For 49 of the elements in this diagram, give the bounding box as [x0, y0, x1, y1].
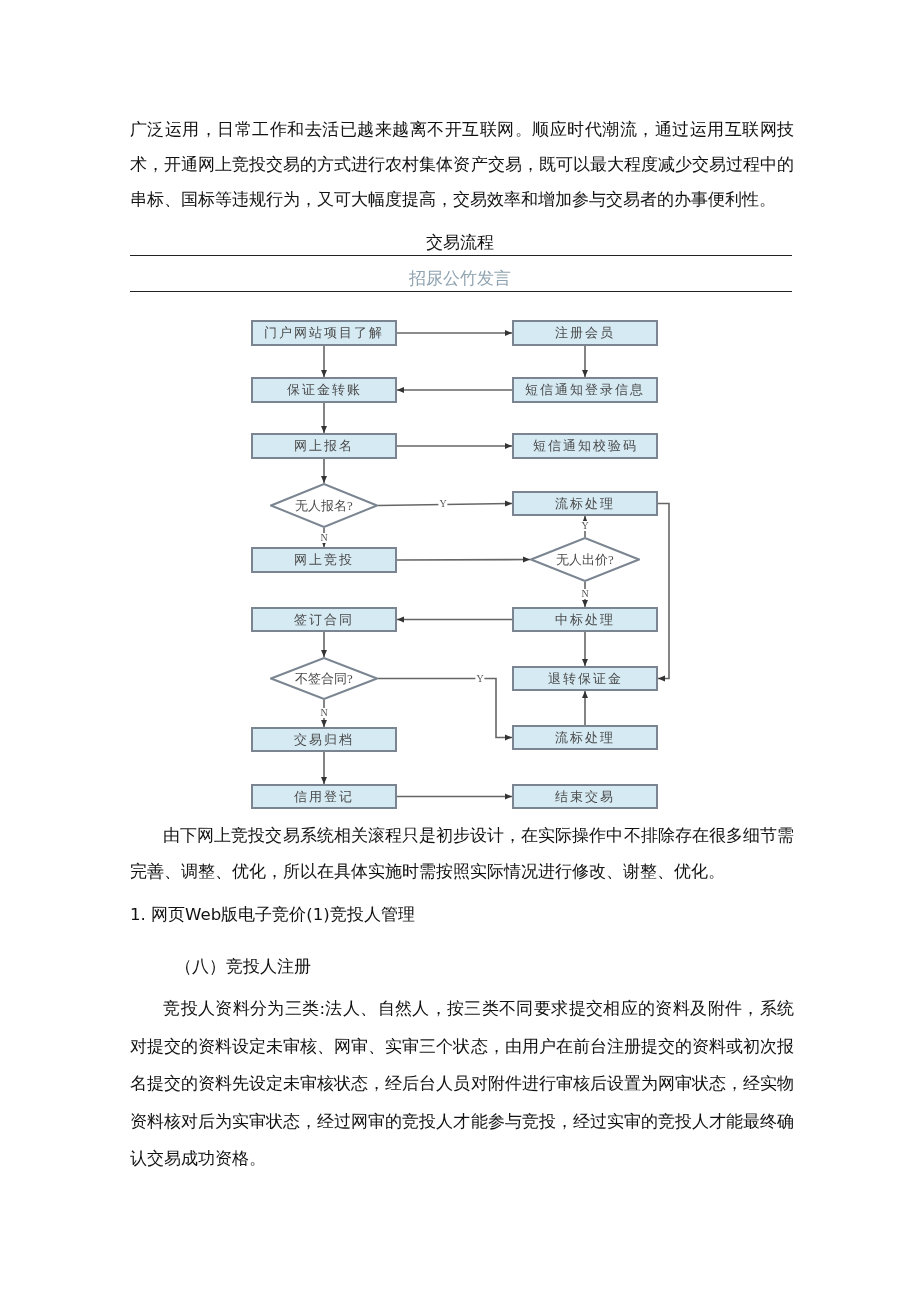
decision-diamond: 不签合同?	[270, 657, 378, 700]
edge-label: N	[319, 533, 329, 543]
arrow	[377, 500, 513, 507]
arrow	[321, 402, 327, 434]
paragraph: 由下网上竞投交易系统相关滚程只是初步设计，在实际操作中不排除存在很多细节需完善、调整、优化，所以在具体实施时需按照实际情况进行修改、谢整、优化。	[130, 825, 794, 883]
arrow	[582, 690, 588, 726]
process-box: 结束交易	[512, 784, 658, 809]
title: 交易流程	[425, 232, 495, 254]
process-box: 签订合同	[251, 607, 397, 632]
edge-label: N	[580, 589, 590, 599]
process-box: 退转保证金	[512, 666, 658, 691]
arrow	[582, 631, 588, 667]
process-box: 流标处理	[512, 725, 658, 750]
process-box: 短信通知登录信息	[512, 377, 658, 403]
arrow	[396, 443, 513, 449]
process-box: 门户网站项目了解	[251, 320, 397, 346]
subsection-heading: （八）竞投人注册	[175, 956, 312, 978]
decision-diamond: 无人出价?	[530, 537, 640, 582]
edge-label: Y	[580, 521, 590, 531]
paragraph: 竞投人资料分为三类:法人、自然人，按三类不同要求提交相应的资料及附件，系统对提交的资料设定未审核、网审、实审三个状态，由用户在前台注册提交的资料或初次报名提交的资料先设定未审核状态，经后台人员对附件进行审核后设置为网审状态，经实物资料核对后为实审状态，经过网审的竞投人才能参与竞投，经过实审的竞投人才能最终确认交易成功资格。	[130, 998, 794, 1170]
section-heading: 1. 网页Web版电子竞价(1)竞投人管理	[130, 904, 416, 926]
arrow	[321, 699, 327, 728]
process-box: 交易归档	[251, 727, 397, 752]
edge-label: Y	[475, 674, 485, 684]
arrow	[321, 458, 327, 484]
arrow	[657, 502, 670, 682]
process-box: 流标处理	[512, 491, 658, 516]
process-box: 短信通知校验码	[512, 433, 658, 459]
process-box: 信用登记	[251, 784, 397, 809]
edge-label: Y	[438, 499, 448, 509]
edge-label: N	[319, 708, 329, 718]
arrow	[377, 677, 513, 741]
process-box: 网上报名	[251, 433, 397, 459]
arrow	[321, 751, 327, 785]
decision-diamond: 无人报名?	[270, 483, 378, 528]
process-box: 网上竞投	[251, 547, 397, 573]
arrow	[396, 556, 531, 563]
arrow	[582, 345, 588, 378]
process-box: 中标处理	[512, 607, 658, 632]
arrow	[396, 793, 513, 800]
process-box: 保证金转账	[251, 377, 397, 403]
paragraph: 广泛运用，日常工作和去活已越来越离不开互联网。顺应时代潮流，通过运用互联网技术，开通网上竞投交易的方式进行农村集体资产交易，既可以最大程度减少交易过程中的串标、国标等违规行为，又可大幅度提高，交易效率和增加参与交易者的办事便利性。	[130, 119, 794, 211]
arrow	[321, 345, 327, 378]
arrow	[321, 631, 327, 658]
process-box: 注册会员	[512, 320, 658, 346]
arrow	[396, 330, 513, 336]
subtitle: 招尿公竹发言	[408, 268, 512, 290]
arrow	[396, 387, 513, 393]
arrow	[396, 616, 513, 623]
